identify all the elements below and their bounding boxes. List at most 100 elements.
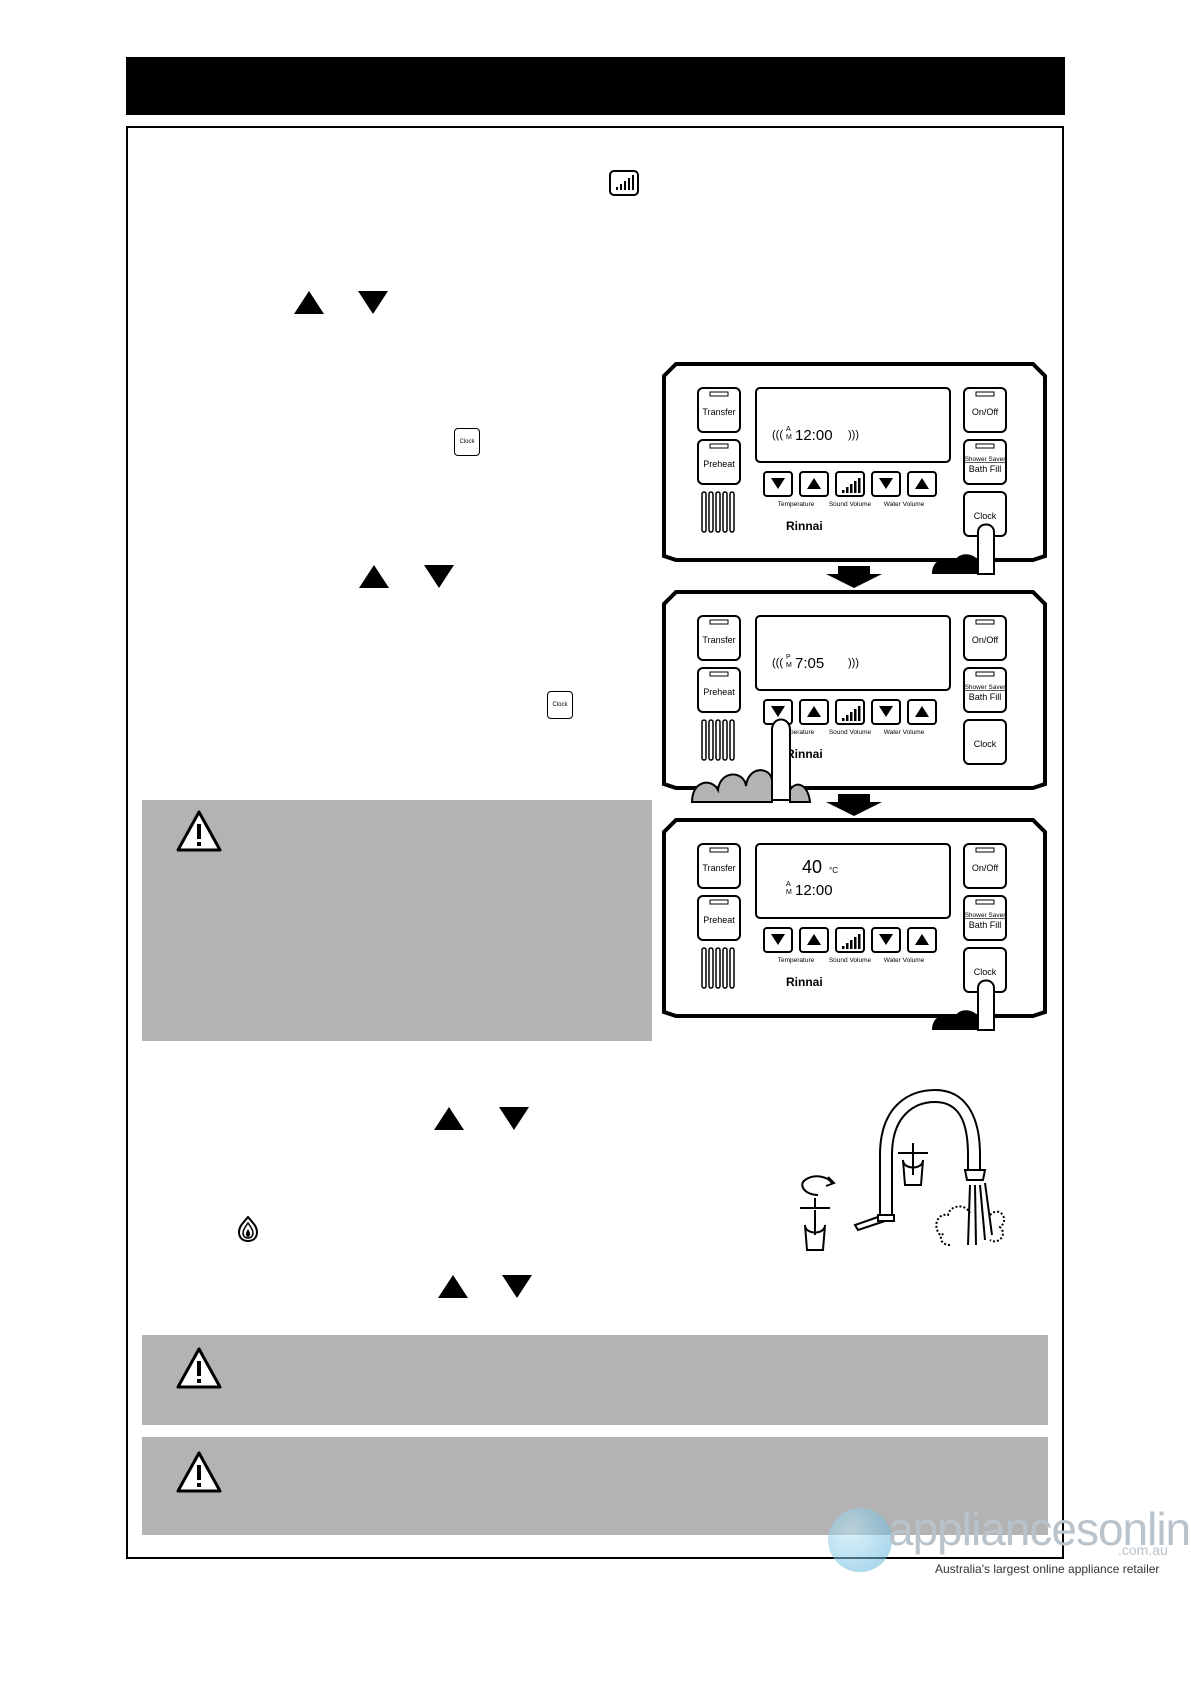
sound-bar [842, 490, 845, 493]
watermark-logo-icon [828, 1508, 892, 1572]
bath-fill-label: Bath Fill [969, 464, 1002, 474]
sound-volume-icon [609, 170, 639, 196]
sound-volume-label: Sound Volume [829, 501, 872, 508]
clock-button-label: Clock [974, 739, 997, 749]
speaker-grille-slot [701, 719, 707, 761]
finger-press-icon [690, 718, 812, 803]
temperature-readout: 40 [802, 857, 822, 877]
bath-fill-button [963, 439, 1007, 485]
ampm-top: A [786, 426, 791, 433]
temperature-label: Temperature [778, 957, 815, 964]
bath-fill-label: Bath Fill [969, 692, 1002, 702]
preheat-button-label: Preheat [703, 915, 735, 925]
transition-arrow-icon [826, 794, 882, 816]
bath-fill-button [963, 895, 1007, 941]
indicator-light [975, 899, 995, 905]
flash-indicator-left: ((( [772, 429, 783, 441]
speaker-grille-slot [722, 491, 728, 533]
clock-button-icon: Clock [547, 691, 573, 719]
ampm-bottom: M [786, 889, 792, 896]
sound-bar [842, 946, 845, 949]
speaker-grille-slot [722, 947, 728, 989]
flame-icon [237, 1215, 259, 1243]
indicator-light [709, 443, 729, 449]
preheat-button-label: Preheat [703, 459, 735, 469]
sound-bar [858, 706, 861, 721]
warning-icon [176, 1451, 222, 1493]
up-arrow-icon [294, 291, 324, 314]
preheat-button [697, 439, 741, 485]
down-arrow-icon [879, 934, 893, 945]
transition-arrow-icon [826, 566, 882, 588]
indicator-light [709, 671, 729, 677]
sound-bar [854, 937, 857, 949]
indicator-light [709, 847, 729, 853]
onoff-button [963, 843, 1007, 889]
sound-volume-label: Sound Volume [829, 729, 872, 736]
watermark-brand: appliancesonline [888, 1503, 1191, 1555]
up-arrow-icon [807, 478, 821, 489]
onoff-button-label: On/Off [972, 863, 999, 873]
ampm-bottom: M [786, 662, 792, 669]
up-arrow-icon [915, 478, 929, 489]
sound-bar [842, 718, 845, 721]
up-arrow-icon [434, 1107, 464, 1130]
speaker-grille-slot [708, 491, 714, 533]
transfer-button-label: Transfer [702, 407, 735, 417]
sound-bar [854, 709, 857, 721]
speaker-grille-slot [715, 719, 721, 761]
down-arrow-icon [424, 565, 454, 588]
onoff-button-label: On/Off [972, 635, 999, 645]
shower-saver-label: Shower Saver [965, 912, 1007, 919]
transfer-button [697, 387, 741, 433]
speaker-grille-slot [715, 947, 721, 989]
sound-bar [846, 715, 849, 721]
sound-bar [850, 712, 853, 721]
lcd-display [755, 615, 951, 691]
sound-bar [850, 940, 853, 949]
lcd-display [755, 843, 951, 919]
time-readout: 12:00 [795, 427, 833, 444]
indicator-light [975, 671, 995, 677]
sound-bar [846, 487, 849, 493]
brand-logo: Rinnai [786, 519, 823, 533]
onoff-button [963, 615, 1007, 661]
warning-box [142, 1437, 1048, 1535]
up-arrow-icon [359, 565, 389, 588]
indicator-light [975, 847, 995, 853]
warning-box [142, 1335, 1048, 1425]
speaker-grille-slot [729, 491, 735, 533]
down-arrow-icon [879, 706, 893, 717]
warning-icon [176, 1347, 222, 1389]
up-arrow-icon [915, 706, 929, 717]
speaker-grille-slot [701, 947, 707, 989]
ampm-top: A [786, 881, 791, 888]
up-arrow-icon [438, 1275, 468, 1298]
time-readout: 12:00 [795, 882, 833, 899]
brand-logo: Rinnai [786, 975, 823, 989]
watermark-tagline: Australia's largest online appliance ret… [935, 1562, 1160, 1576]
watermark-tld: .com.au [1118, 1542, 1168, 1558]
indicator-light [975, 443, 995, 449]
sound-bar [854, 481, 857, 493]
temperature-unit: °C [829, 866, 838, 875]
water-volume-label: Water Volume [884, 729, 925, 736]
transfer-button-label: Transfer [702, 863, 735, 873]
up-arrow-icon [807, 706, 821, 717]
speaker-grille-slot [708, 719, 714, 761]
water-volume-label: Water Volume [884, 501, 925, 508]
temperature-label: Temperature [778, 501, 815, 508]
ampm-top: P [786, 654, 791, 661]
up-arrow-icon [915, 934, 929, 945]
transfer-button-label: Transfer [702, 635, 735, 645]
bath-fill-label: Bath Fill [969, 920, 1002, 930]
water-volume-label: Water Volume [884, 957, 925, 964]
sound-volume-label: Sound Volume [829, 957, 872, 964]
transfer-button [697, 843, 741, 889]
flash-indicator-right: ))) [848, 657, 859, 669]
up-arrow-icon [807, 934, 821, 945]
